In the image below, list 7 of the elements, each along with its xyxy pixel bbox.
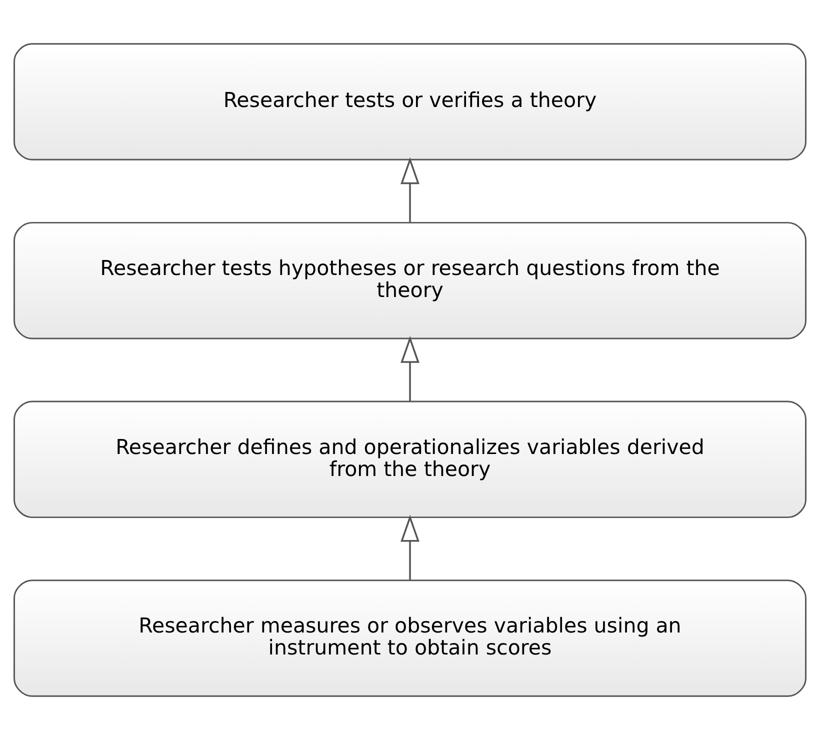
node-box: Researcher tests hypotheses or research questions from the theory — [14, 222, 806, 340]
arrow — [400, 336, 420, 402]
arrow — [400, 514, 420, 580]
node-box: Researcher tests or verifies a theory — [14, 43, 806, 160]
arrow — [400, 157, 420, 222]
node-box: Researcher measures or observes variables using an instrument to obtain scores — [14, 580, 806, 697]
node-box: Researcher defines and operationalizes variables derived from the theory — [14, 400, 806, 518]
